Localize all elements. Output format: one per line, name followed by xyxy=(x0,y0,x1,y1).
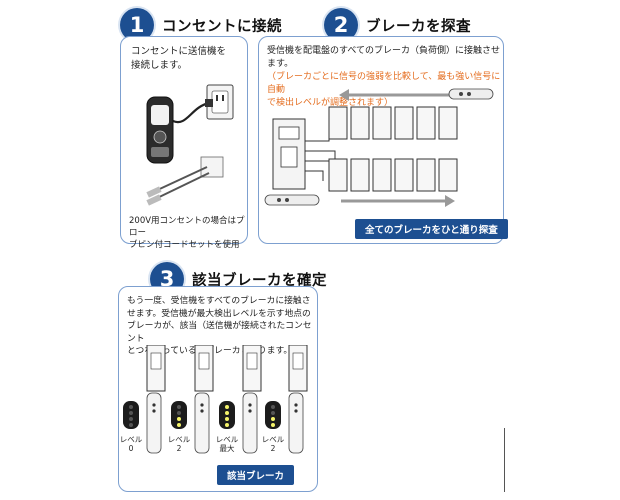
level-indicator-max xyxy=(219,401,235,429)
level-indicator-2a xyxy=(171,401,187,429)
level-label-2: レベル 最大 xyxy=(215,435,239,453)
top-row-breakers xyxy=(328,106,458,140)
receiver-readings-diagram xyxy=(123,345,308,454)
step3-banner: 該当ブレーカ xyxy=(217,465,295,485)
transmitter-device-icon xyxy=(146,96,174,164)
probe-cordset-icon xyxy=(146,156,224,206)
receiver-probe-icon xyxy=(448,88,494,100)
level-label-0: レベル 0 xyxy=(119,435,143,453)
breaker-1 xyxy=(146,345,166,392)
divider-line xyxy=(504,428,505,492)
step1-title: コンセントに接続 xyxy=(162,18,282,35)
step3-panel: もう一度、受信機をすべてのブレーカに接触さ せます。受信機が最大検出レベルを示す… xyxy=(118,286,318,492)
breaker-3-target xyxy=(242,345,262,392)
step1-panel: コンセントに送信機を 接続します。 200V用コンセントの xyxy=(120,36,248,250)
receiver-4-icon xyxy=(288,392,304,454)
step2-banner: 全てのブレーカをひと通り探査 xyxy=(355,219,508,239)
step3-title: 該当ブレーカを確定 xyxy=(192,272,327,289)
step2-title: ブレーカを探査 xyxy=(366,18,471,35)
level-label-1: レベル 2 xyxy=(167,435,191,453)
bottom-row-breakers xyxy=(328,158,458,192)
receiver-1-icon xyxy=(146,392,162,454)
level-indicator-2b xyxy=(265,401,281,429)
arrow-right-icon xyxy=(445,195,455,207)
level-label-3: レベル 2 xyxy=(261,435,285,453)
breaker-4 xyxy=(288,345,308,392)
breaker-panel-diagram xyxy=(264,88,494,207)
arrow-left-icon xyxy=(339,89,349,101)
level-indicator-0 xyxy=(123,401,139,429)
receiver-probe-bottom-icon xyxy=(264,194,320,206)
receiver-3-icon xyxy=(242,392,258,454)
step2-description: 受信機を配電盤のすべてのブレーカ（負荷側）に接触させます。 （ブレーカごとに信号… xyxy=(267,46,501,108)
plug-icon xyxy=(205,99,213,107)
step1-note: 200V用コンセントの場合はプロー ブピン付コードセットを使用 xyxy=(129,216,245,250)
receiver-2-icon xyxy=(194,392,210,454)
breaker-2 xyxy=(194,345,214,392)
transmitter-illustration xyxy=(146,84,234,206)
step1-description: コンセントに送信機を 接続します。 xyxy=(131,46,227,71)
step2-panel: 受信機を配電盤のすべてのブレーカ（負荷側）に接触させます。 （ブレーカごとに信号… xyxy=(258,36,508,244)
step1-header: 1 コンセントに接続 xyxy=(120,8,282,42)
